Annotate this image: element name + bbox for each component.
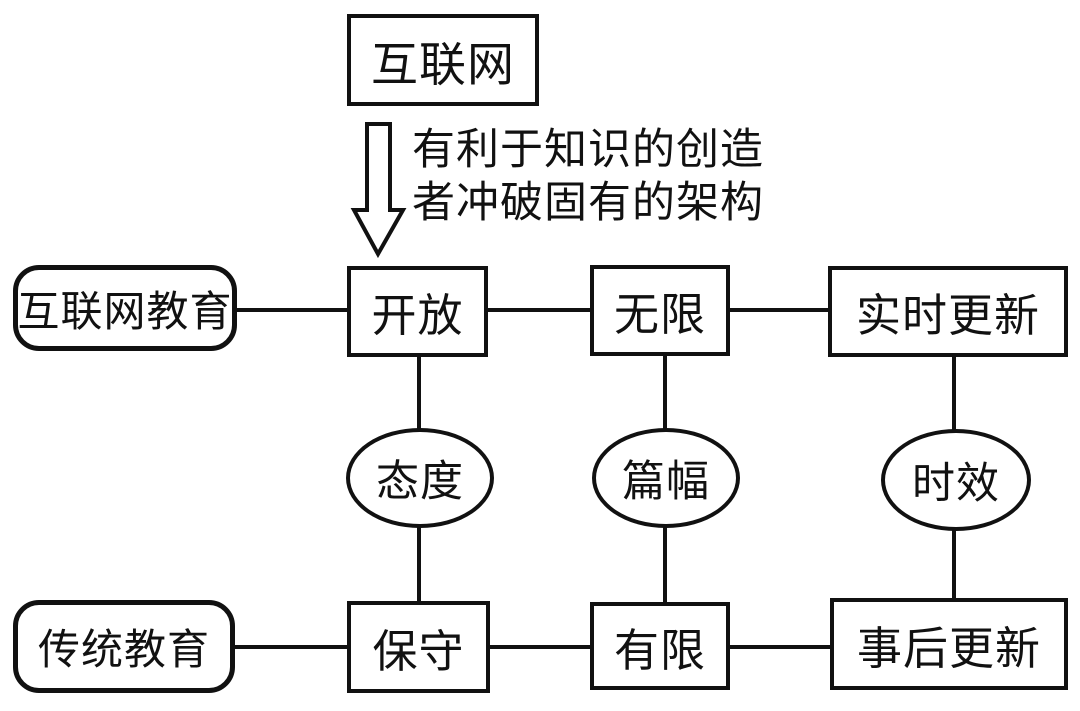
connector-cat1-open [237,308,347,312]
arrow-down-icon [350,122,410,259]
node-open: 开放 [347,266,488,357]
arrow-annotation-line2: 者冲破固有的架构 [412,180,764,227]
connector-attitude-conservative [417,526,421,602]
node-limited-label: 有限 [613,625,706,676]
category-internet-education: 互联网教育 [13,265,237,351]
connector-cat2-conservative [235,645,347,649]
node-realtime-update-label: 实时更新 [855,291,1040,341]
ellipse-attitude-label: 态度 [376,459,464,506]
node-realtime-update: 实时更新 [828,266,1068,357]
ellipse-length-label: 篇幅 [622,459,710,506]
node-open-label: 开放 [371,291,464,341]
node-post-update: 事后更新 [830,598,1068,690]
ellipse-attitude: 态度 [346,428,494,528]
arrow-annotation-line1: 有利于知识的创造 [412,127,764,174]
category-traditional-education: 传统教育 [13,600,235,693]
category-internet-education-label: 互联网教育 [17,289,233,336]
connector-unlimited-length [663,354,667,429]
connector-open-attitude [417,355,421,429]
node-unlimited: 无限 [590,265,730,356]
category-traditional-education-label: 传统教育 [37,628,210,674]
node-internet-label: 互联网 [371,39,515,92]
node-limited: 有限 [590,602,730,690]
connector-limited-post [730,645,830,649]
node-unlimited-label: 无限 [613,290,706,340]
ellipse-timeliness: 时效 [881,429,1031,531]
connector-realtime-timeliness [952,355,956,430]
arrow-annotation: 有利于知识的创造 者冲破固有的架构 [412,124,764,230]
ellipse-timeliness-label: 时效 [912,461,1000,508]
ellipse-length: 篇幅 [592,428,740,528]
node-conservative: 保守 [347,601,490,693]
connector-open-unlimited [488,308,590,312]
connector-length-limited [663,526,667,603]
node-conservative-label: 保守 [372,626,465,677]
connector-timeliness-post [952,529,956,599]
connector-unlimited-realtime [730,308,828,312]
node-internet: 互联网 [347,14,539,106]
node-post-update-label: 事后更新 [856,623,1041,674]
connector-conservative-limited [490,645,590,649]
